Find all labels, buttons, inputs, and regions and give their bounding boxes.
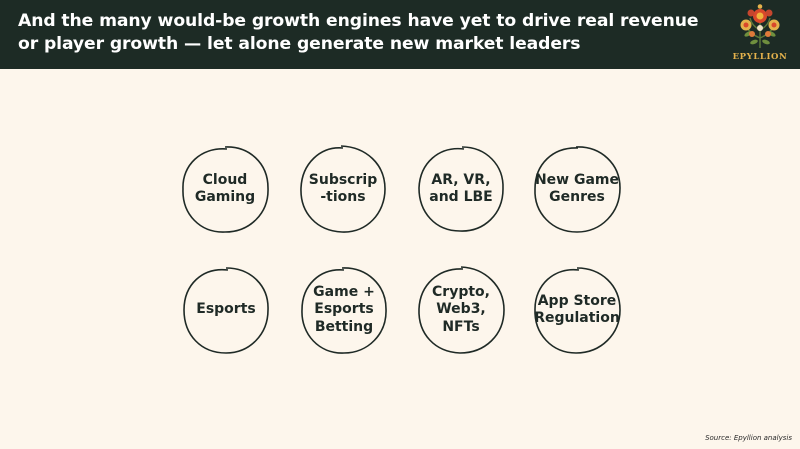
logo-text: EPYLLION [732,52,788,62]
bubble-esports: Esports [180,264,272,356]
bubble-label: New Game Genres [534,171,620,206]
hand-drawn-circle-icon [418,146,504,232]
bubble-new-game-genres: New Game Genres [531,143,623,235]
bubble-ar-vr-lbe: AR, VR, and LBE [415,143,507,235]
hand-drawn-circle-icon [301,267,387,354]
bubble-crypto-web3-nfts: Crypto, Web3, NFTs [415,264,507,356]
hand-drawn-circle-icon [300,145,386,233]
bubble-label: App Store Regulation [534,292,620,327]
slide-title: And the many would-be growth engines hav… [18,11,699,54]
bubble-label: Cloud Gaming [194,171,256,206]
bubble-cloud-gaming: Cloud Gaming [179,143,271,235]
floral-logo-icon [740,4,780,48]
hand-drawn-circle-icon [183,267,269,354]
bubble-label: Subscrip -tions [308,171,378,206]
bubble-subscriptions: Subscrip -tions [297,143,389,235]
bubble-game-esports-betting: Game + Esports Betting [298,264,390,356]
hand-drawn-circle-icon [182,146,269,233]
source-note: Source: Epyllion analysis [705,434,792,442]
header-bar: And the many would-be growth engines hav… [0,0,800,69]
bubble-label: Crypto, Web3, NFTs [432,283,490,335]
hand-drawn-circle-icon [418,266,505,354]
bubble-label: AR, VR, and LBE [429,171,493,206]
bubble-label: Game + Esports Betting [313,283,375,335]
hand-drawn-circle-icon [534,267,621,354]
hand-drawn-circle-icon [534,146,621,233]
bubble-label: Esports [196,301,256,318]
epyllion-logo: EPYLLION [727,4,793,66]
bubble-app-store-regulation: App Store Regulation [531,264,623,356]
